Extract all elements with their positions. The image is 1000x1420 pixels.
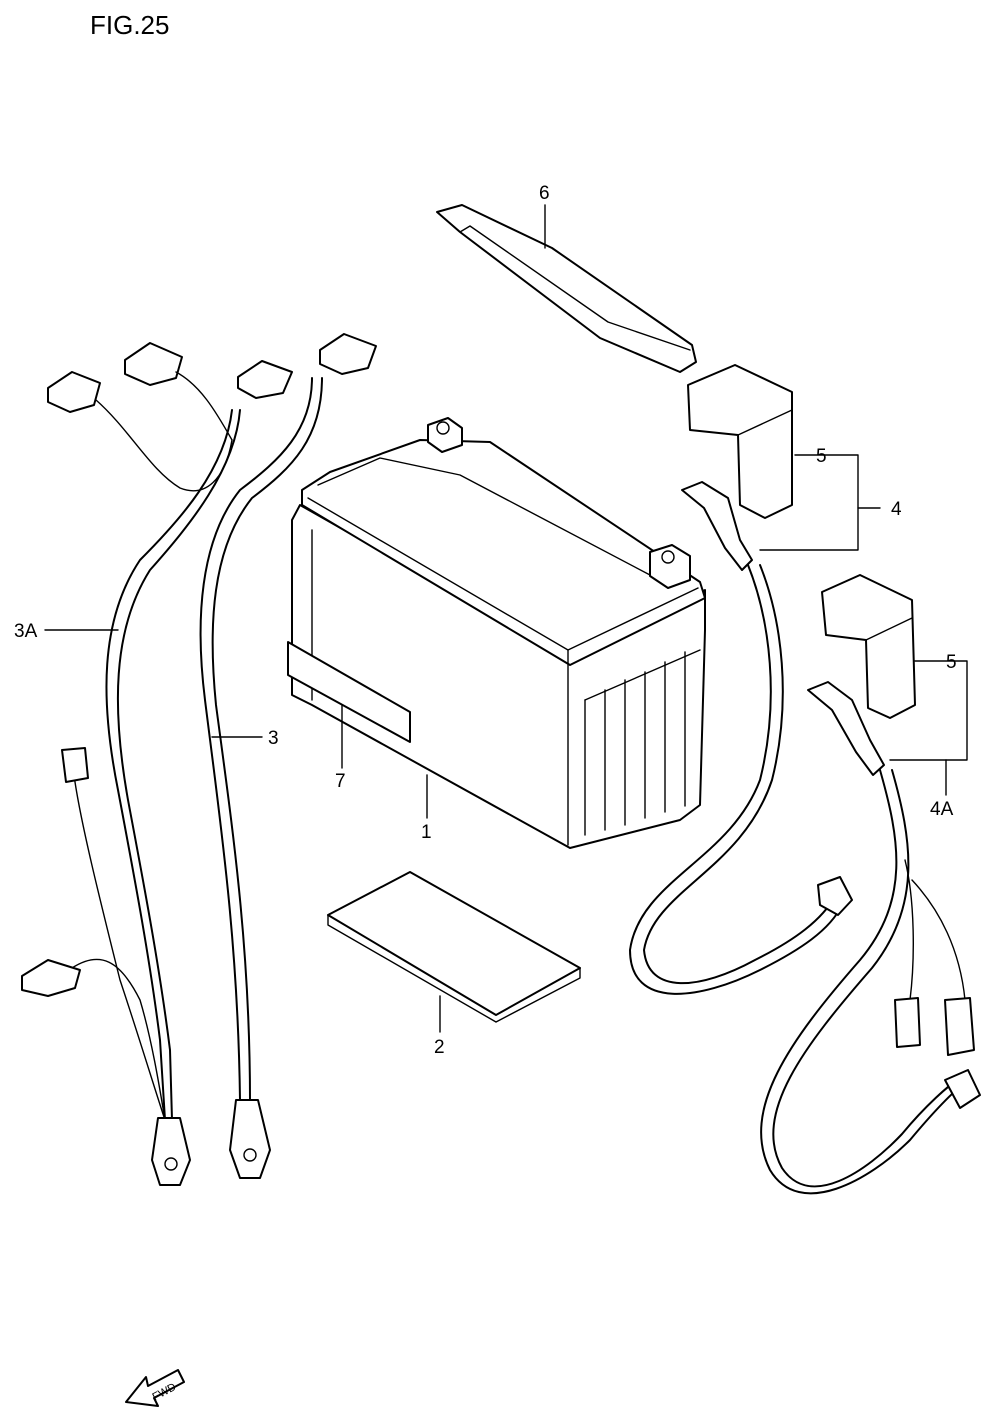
callout-3: 3: [268, 728, 279, 749]
fwd-arrow-icon: FWD: [125, 1369, 185, 1407]
part-4-battery-cable: [629, 364, 853, 995]
leader-lines: [44, 204, 968, 1033]
callout-2: 2: [434, 1037, 445, 1058]
part-4a-battery-cable: [760, 574, 981, 1195]
callout-1: 1: [421, 822, 432, 843]
part-2-battery-pad: [327, 871, 581, 1023]
part-1-battery: [291, 417, 706, 849]
callout-4a: 4A: [930, 799, 954, 820]
figure-title: FIG.25: [90, 10, 169, 40]
part-3-lead-wire: [199, 333, 377, 1179]
part-6-battery-plate: [436, 204, 697, 373]
callout-6: 6: [539, 183, 550, 204]
part-7-label-strip: [287, 641, 411, 743]
callout-5-upper: 5: [816, 446, 827, 467]
callout-3a: 3A: [14, 621, 38, 642]
part-3a-harness: [21, 342, 293, 1186]
callout-5-lower: 5: [946, 652, 957, 673]
callout-4: 4: [891, 499, 902, 520]
callout-7: 7: [335, 771, 346, 792]
